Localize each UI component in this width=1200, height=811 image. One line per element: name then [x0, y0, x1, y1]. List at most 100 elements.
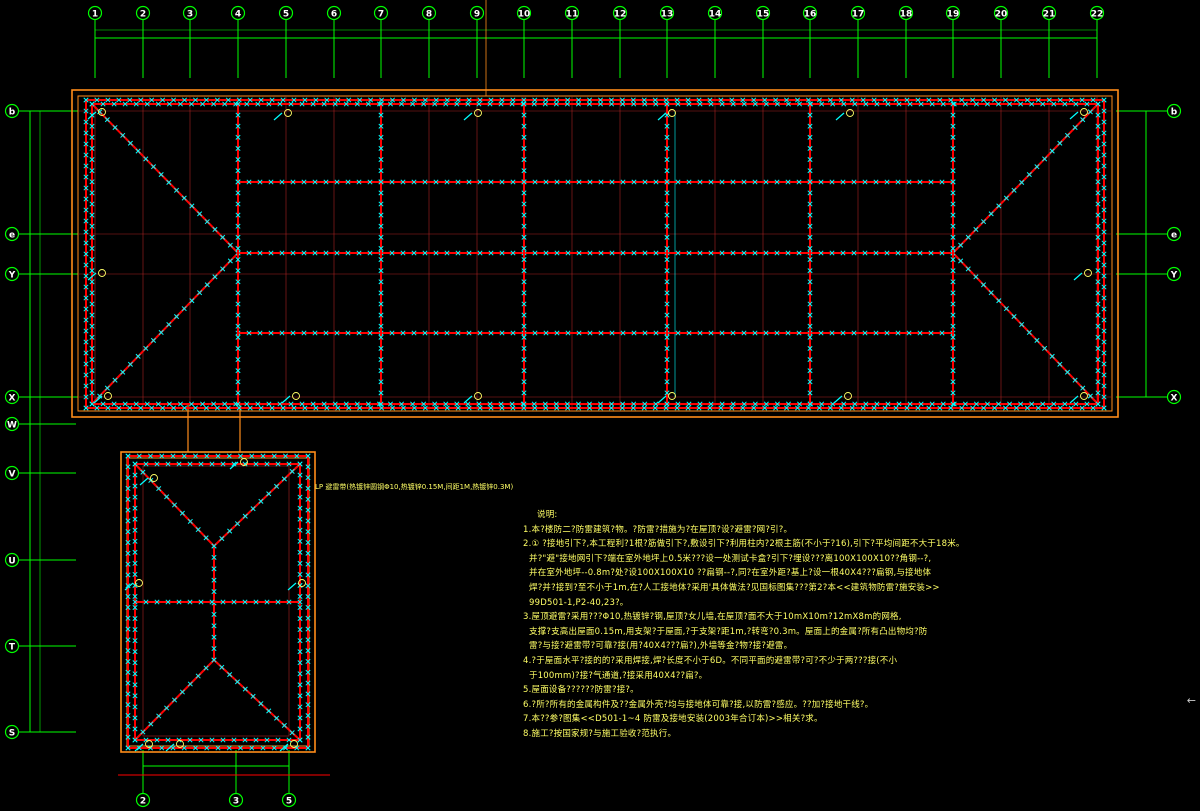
belt-support-mark — [365, 101, 371, 107]
belt-support-mark — [165, 599, 171, 605]
belt-support-mark — [642, 179, 648, 185]
belt-support-mark — [598, 179, 604, 185]
belt-support-mark — [871, 97, 877, 103]
belt-support-mark — [357, 405, 363, 411]
belt-support-mark — [378, 401, 384, 407]
belt-support-mark — [674, 97, 680, 103]
belt-support-mark — [1003, 195, 1009, 201]
belt-support-mark — [1095, 190, 1101, 196]
belt-support-mark — [642, 101, 648, 107]
belt-support-mark — [398, 401, 405, 407]
belt-support-mark — [707, 97, 713, 103]
belt-support-mark — [719, 401, 725, 407]
belt-support-mark — [89, 345, 95, 351]
belt-support-mark — [100, 101, 106, 107]
belt-support-mark — [838, 97, 844, 103]
belt-support-mark — [132, 483, 138, 489]
belt-support-mark — [305, 583, 311, 589]
ground-marker — [1080, 392, 1088, 400]
belt-support-mark — [565, 330, 571, 336]
belt-support-mark — [565, 97, 571, 103]
belt-support-mark — [1007, 101, 1013, 107]
belt-support-mark — [164, 494, 170, 500]
belt-support-mark — [950, 234, 956, 240]
belt-support-mark — [432, 101, 438, 107]
belt-support-mark — [192, 405, 199, 411]
belt-support-mark — [521, 168, 527, 174]
belt-support-mark — [305, 723, 311, 729]
grid-bubble-top — [469, 5, 485, 21]
belt-support-mark — [275, 461, 281, 467]
belt-support-mark — [653, 401, 659, 407]
belt-support-mark — [89, 234, 95, 240]
belt-support-mark — [499, 330, 505, 336]
belt-support-mark — [980, 282, 987, 288]
belt-support-mark — [741, 330, 747, 336]
belt-support-mark — [1101, 174, 1107, 180]
belt-support-mark — [1095, 390, 1101, 396]
belt-support-mark — [266, 491, 272, 497]
belt-support-mark — [378, 279, 384, 285]
belt-support-mark — [400, 330, 406, 336]
belt-support-mark — [477, 97, 483, 103]
belt-support-mark — [160, 405, 166, 411]
belt-support-mark — [302, 405, 308, 411]
belt-support-mark — [291, 97, 297, 103]
belt-support-mark — [830, 101, 836, 107]
belt-support-mark — [378, 212, 384, 218]
belt-support-mark — [543, 405, 549, 411]
belt-support-mark — [719, 101, 725, 107]
belt-support-mark — [973, 401, 979, 407]
belt-support-mark — [198, 599, 204, 605]
belt-support-mark — [532, 179, 538, 185]
belt-support-mark — [132, 671, 138, 677]
belt-support-mark — [741, 401, 747, 407]
belt-support-mark — [209, 737, 215, 743]
belt-support-mark — [197, 211, 203, 217]
belt-support-mark — [509, 101, 515, 107]
belt-support-mark — [708, 330, 714, 336]
belt-support-mark — [882, 97, 888, 103]
belt-support-mark — [664, 101, 670, 107]
belt-support-mark — [189, 298, 195, 304]
belt-support-mark — [807, 190, 813, 196]
belt-support-mark — [784, 405, 790, 411]
arrow-left-icon[interactable]: ← — [1186, 694, 1196, 707]
belt-support-mark — [356, 179, 362, 185]
grid-bubble-top — [755, 5, 771, 21]
belt-support-mark — [521, 357, 527, 363]
belt-support-mark — [664, 379, 670, 385]
belt-support-mark — [136, 453, 142, 459]
belt-support-mark — [740, 97, 746, 103]
belt-support-mark — [906, 179, 912, 185]
belt-support-mark — [132, 682, 138, 688]
belt-support-mark — [212, 274, 218, 280]
belt-support-mark — [143, 599, 149, 605]
belt-support-mark — [973, 274, 979, 280]
belt-support-mark — [135, 148, 141, 154]
belt-support-mark — [521, 279, 527, 285]
belt-support-mark — [165, 461, 171, 467]
belt-support-mark — [214, 405, 220, 411]
belt-support-mark — [929, 401, 935, 407]
belt-support-mark — [885, 401, 891, 407]
belt-support-mark — [818, 330, 824, 336]
belt-support-mark — [335, 405, 341, 411]
belt-support-mark — [981, 97, 987, 103]
belt-support-mark — [521, 405, 527, 411]
belt-support-mark — [297, 704, 303, 710]
belt-support-mark — [1095, 323, 1101, 329]
belt-support-mark — [1026, 172, 1032, 178]
belt-support-mark — [895, 179, 901, 185]
belt-support-mark — [664, 123, 670, 129]
belt-support-mark — [498, 101, 504, 107]
belt-support-mark — [378, 345, 384, 351]
belt-support-mark — [305, 594, 311, 600]
belt-support-mark — [195, 527, 201, 533]
belt-support-mark — [346, 405, 352, 411]
belt-support-mark — [940, 401, 946, 407]
belt-support-mark — [939, 250, 945, 256]
grid-label-top: 3 — [187, 10, 193, 20]
belt-support-mark — [796, 179, 802, 185]
